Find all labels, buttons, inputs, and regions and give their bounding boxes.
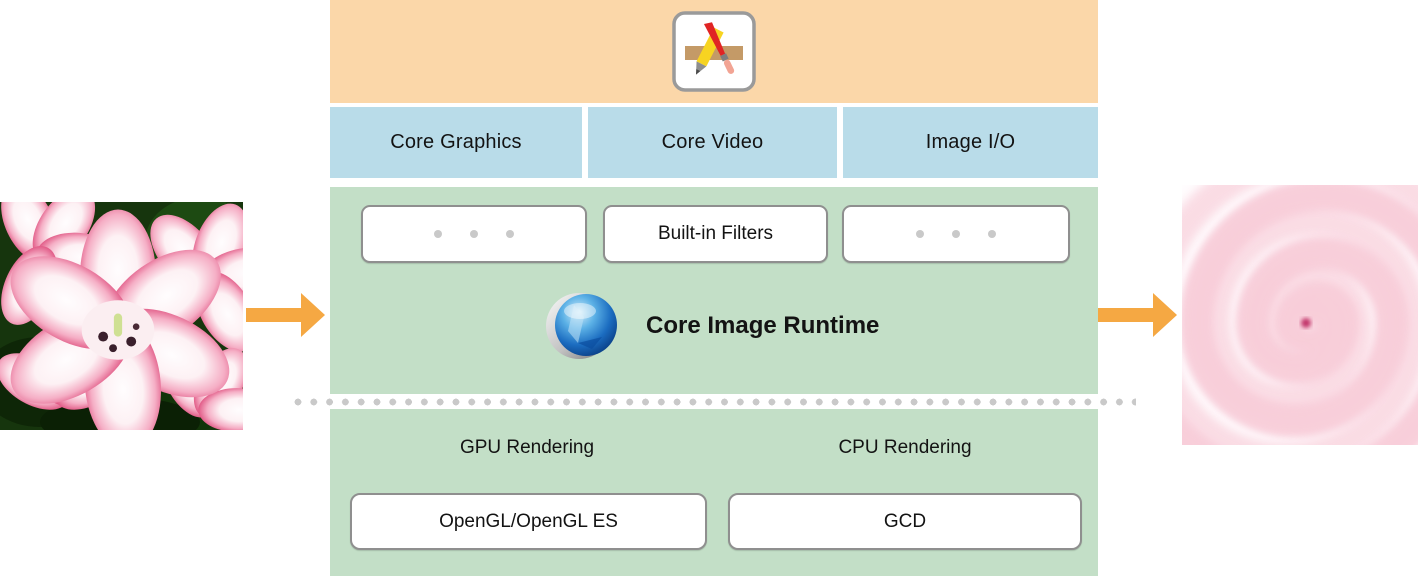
framework-box-core-video: Core Video — [588, 107, 837, 178]
other-filters-box-right — [842, 205, 1070, 263]
core-image-icon — [546, 293, 617, 359]
framework-label: Image I/O — [925, 131, 1016, 153]
runtime-title-row: Core Image Runtime — [544, 287, 879, 365]
framework-layer: Core Graphics Core Video Image I/O — [330, 107, 1098, 178]
framework-box-core-graphics: Core Graphics — [330, 107, 582, 178]
gpu-rendering-heading: GPU Rendering — [459, 437, 595, 458]
ellipsis-dots-icon — [916, 230, 996, 238]
rendering-layer: GPU Rendering CPU Rendering OpenGL/OpenG… — [330, 409, 1098, 576]
built-in-filters-box: Built-in Filters — [603, 205, 828, 263]
output-image — [1182, 185, 1418, 445]
input-image — [0, 174, 292, 454]
built-in-filters-label: Built-in Filters — [657, 223, 774, 244]
cpu-rendering-heading: CPU Rendering — [838, 437, 972, 458]
arrow-right-icon — [246, 293, 325, 337]
gcd-box: GCD — [728, 493, 1082, 550]
opengl-label: OpenGL/OpenGL ES — [439, 510, 618, 532]
other-filters-box-left — [361, 205, 587, 263]
framework-box-image-io: Image I/O — [843, 107, 1098, 178]
app-layer — [330, 0, 1098, 103]
twirl-photo — [1182, 185, 1418, 445]
application-icon — [672, 11, 756, 92]
framework-label: Core Video — [661, 131, 764, 153]
brush-icon — [703, 22, 735, 74]
framework-label: Core Graphics — [390, 131, 522, 153]
arrow-right-icon — [1098, 293, 1177, 337]
core-image-runtime-layer: Built-in Filters — [330, 187, 1098, 394]
dotted-divider — [294, 398, 1136, 406]
ellipsis-dots-icon — [434, 230, 514, 238]
gcd-label: GCD — [883, 510, 927, 532]
opengl-box: OpenGL/OpenGL ES — [350, 493, 707, 550]
core-image-runtime-label: Core Image Runtime — [646, 312, 880, 339]
tulips-photo — [0, 174, 292, 454]
